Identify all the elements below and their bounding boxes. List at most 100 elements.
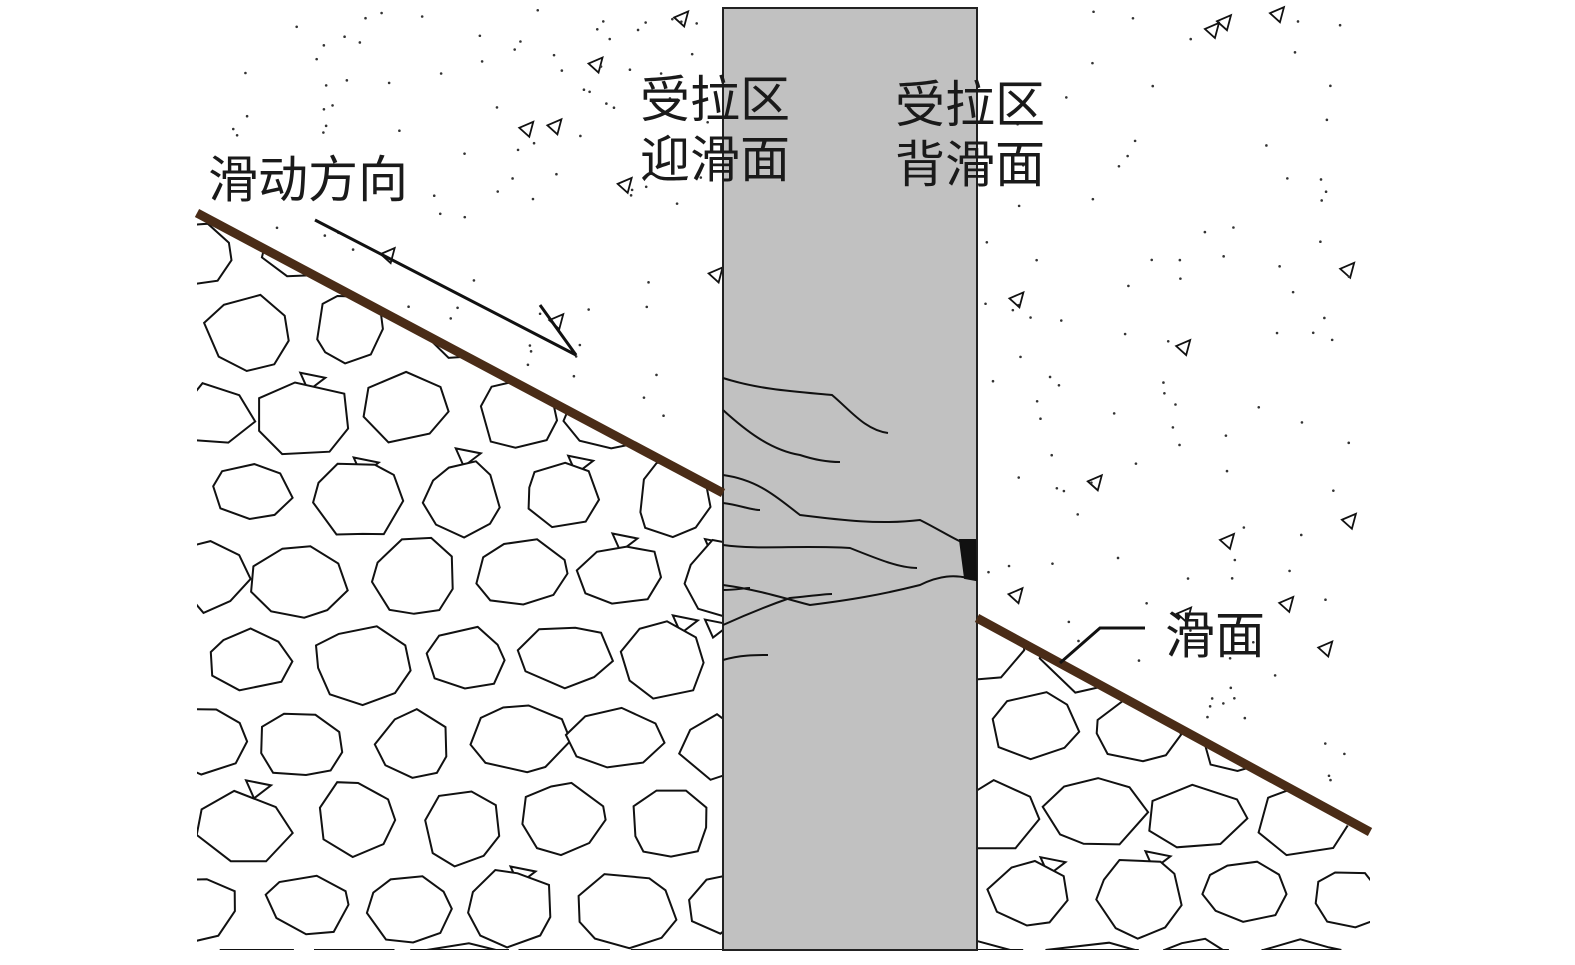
soil-dot: [1327, 774, 1331, 778]
rock-block: [197, 789, 294, 863]
soil-dot: [1320, 199, 1323, 202]
rock-block: [986, 859, 1069, 927]
soil-dot: [991, 379, 995, 383]
soil-dot: [1205, 625, 1209, 629]
soil-dot: [432, 194, 436, 198]
soil-dot: [659, 72, 663, 75]
soil-dot: [1329, 84, 1332, 88]
soil-dot: [630, 188, 634, 192]
soil-dot: [1189, 629, 1192, 632]
rock-block: [467, 868, 552, 949]
soil-dot: [1278, 265, 1281, 268]
soil-dot: [1222, 255, 1225, 258]
soil-dot: [331, 104, 334, 107]
soil-dot: [582, 88, 586, 91]
front-tension-zone-label: 受拉区: [640, 71, 790, 129]
rock-block: [421, 460, 501, 539]
rock-block: [977, 939, 1024, 950]
soil-gravel: [1086, 473, 1104, 493]
soil-dot: [1347, 441, 1351, 445]
soil-dot: [1210, 697, 1214, 700]
soil-dot: [456, 306, 459, 310]
front-slip-face-label: 迎滑面: [640, 131, 790, 189]
soil-dot: [235, 133, 239, 137]
soil-dot: [532, 141, 536, 145]
rock-block: [468, 213, 570, 286]
soil-dot: [695, 22, 698, 25]
rock-block: [575, 545, 663, 605]
soil-dot: [1077, 639, 1080, 643]
rock-block: [1201, 860, 1288, 923]
soil-dot: [380, 11, 383, 15]
soil-gravel: [586, 56, 604, 75]
soil-dot: [1017, 476, 1021, 479]
soil-dot: [1048, 375, 1052, 379]
soil-dot: [1228, 656, 1232, 660]
soil-dot: [322, 131, 325, 134]
soil-gravel: [1006, 586, 1024, 605]
soil-dot: [984, 302, 987, 306]
soil-dot: [1230, 577, 1234, 580]
soil-dot: [245, 114, 249, 118]
soil-dot: [1050, 453, 1054, 457]
soil-dot: [323, 234, 327, 237]
soil-dot: [231, 127, 235, 131]
soil-dot: [605, 102, 608, 105]
soil-dot: [1178, 443, 1181, 447]
back-slip-face-label: 背滑面: [895, 136, 1045, 194]
rock-block: [977, 778, 1041, 850]
soil-dot: [1291, 290, 1295, 294]
rock-block: [362, 370, 450, 444]
soil-dot: [531, 197, 535, 201]
soil-dot: [1311, 331, 1315, 335]
rock-block: [209, 627, 294, 692]
soil-dot: [1090, 481, 1093, 484]
soil-dot: [1324, 598, 1327, 601]
soil-dot: [1127, 284, 1130, 288]
soil-dot: [1225, 469, 1229, 473]
soil-dot: [528, 344, 532, 347]
pile-cracks: [722, 377, 978, 661]
soil-gravel: [1316, 639, 1334, 659]
soil-dot: [1319, 178, 1323, 181]
soil-dot: [495, 106, 499, 109]
rock-block: [527, 461, 601, 529]
soil-dot: [1257, 406, 1261, 409]
soil-gravel: [706, 265, 724, 285]
soil-dot: [1293, 51, 1297, 54]
soil-dot: [1076, 513, 1080, 516]
soil-dot: [519, 40, 522, 43]
soil-gravel: [379, 246, 397, 265]
soil-dot: [675, 202, 679, 205]
soil-dot: [1224, 434, 1228, 437]
soil-dot: [1163, 391, 1166, 395]
soil-dot: [1265, 144, 1268, 147]
soil-dot: [1039, 417, 1042, 421]
rock-block: [373, 707, 448, 779]
rock-block: [421, 293, 510, 359]
soil-dot: [438, 212, 442, 216]
soil-dot: [560, 69, 564, 72]
rock-fragment: [703, 618, 723, 640]
slip-surface-line-left: [194, 209, 726, 497]
soil-dot: [1319, 240, 1322, 243]
soil-dot: [420, 15, 424, 18]
soil-dot: [1133, 139, 1137, 143]
rock-fragment: [244, 778, 274, 800]
slip-surface-leader-line: [1059, 626, 1145, 665]
soil-gravel: [1203, 21, 1221, 40]
soil-dot: [1057, 384, 1061, 387]
soil-dot: [1222, 702, 1225, 705]
rock-block: [197, 382, 257, 444]
soil-dot: [480, 60, 484, 63]
soil-dot: [1233, 558, 1237, 562]
rock-block: [364, 215, 458, 282]
soil-particles: [231, 5, 1358, 782]
soil-dot: [398, 129, 401, 133]
soil-dot: [345, 79, 349, 82]
soil-dot: [1324, 190, 1328, 194]
soil-dot: [315, 57, 318, 61]
rock-block: [521, 781, 607, 857]
soil-dot: [608, 37, 612, 41]
